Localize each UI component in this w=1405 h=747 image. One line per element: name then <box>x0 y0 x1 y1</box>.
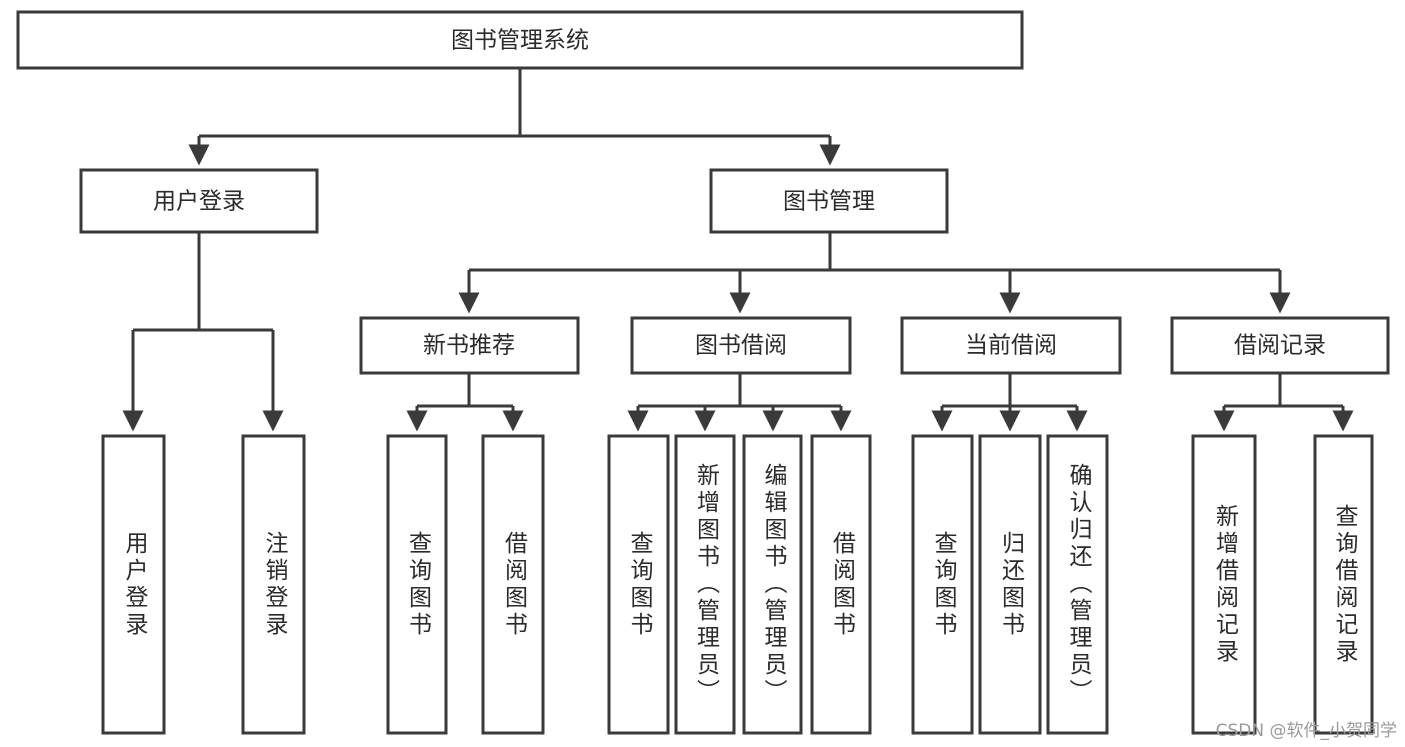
node-book-borrow[interactable]: 图书借阅 <box>630 316 852 375</box>
node-user-login[interactable]: 用户登录 <box>79 168 319 234</box>
leaf-box-add-book-admin[interactable] <box>674 434 736 735</box>
leaf-box-user-login[interactable] <box>101 434 166 735</box>
node-user-login-box[interactable] <box>79 168 319 234</box>
node-book-management-box[interactable] <box>709 168 949 234</box>
leaf-box-return-book[interactable] <box>978 434 1042 735</box>
leaf-node-boxes <box>101 434 1374 735</box>
node-book-management-label: 图书管理 <box>783 189 875 215</box>
node-current-borrow-label: 当前借阅 <box>965 333 1057 359</box>
node-root-label: 图书管理系统 <box>451 28 589 54</box>
connector-lines <box>122 68 1354 432</box>
node-borrow-record[interactable]: 借阅记录 <box>1170 316 1390 375</box>
node-book-management[interactable]: 图书管理 <box>709 168 949 234</box>
node-current-borrow[interactable]: 当前借阅 <box>900 316 1122 375</box>
node-borrow-record-label: 借阅记录 <box>1234 333 1326 359</box>
leaf-box-confirm-return-admin[interactable] <box>1046 434 1109 735</box>
leaf-box-query-borrow-record[interactable] <box>1313 434 1374 735</box>
node-root[interactable]: 图书管理系统 <box>16 10 1024 70</box>
leaf-box-query-book-borrow[interactable] <box>607 434 670 735</box>
node-user-login-label: 用户登录 <box>153 189 245 215</box>
node-new-book-recommend-box[interactable] <box>359 316 580 375</box>
node-borrow-record-box[interactable] <box>1170 316 1390 375</box>
leaf-box-edit-book-admin[interactable] <box>742 434 803 735</box>
leaf-box-borrow-book-newbook[interactable] <box>481 434 545 735</box>
node-book-borrow-label: 图书借阅 <box>695 333 787 359</box>
node-current-borrow-box[interactable] <box>900 316 1122 375</box>
leaf-box-borrow-book[interactable] <box>810 434 872 735</box>
leaf-box-query-book-current[interactable] <box>911 434 974 735</box>
node-root-box[interactable] <box>16 10 1024 70</box>
leaf-box-logout[interactable] <box>241 434 306 735</box>
node-book-borrow-box[interactable] <box>630 316 852 375</box>
node-new-book-recommend[interactable]: 新书推荐 <box>359 316 580 375</box>
leaf-box-add-borrow-record[interactable] <box>1191 434 1257 735</box>
node-new-book-recommend-label: 新书推荐 <box>423 333 515 359</box>
leaf-box-query-book-newbook[interactable] <box>386 434 448 735</box>
watermark-text: CSDN @软件_小贺同学 <box>1215 721 1397 741</box>
